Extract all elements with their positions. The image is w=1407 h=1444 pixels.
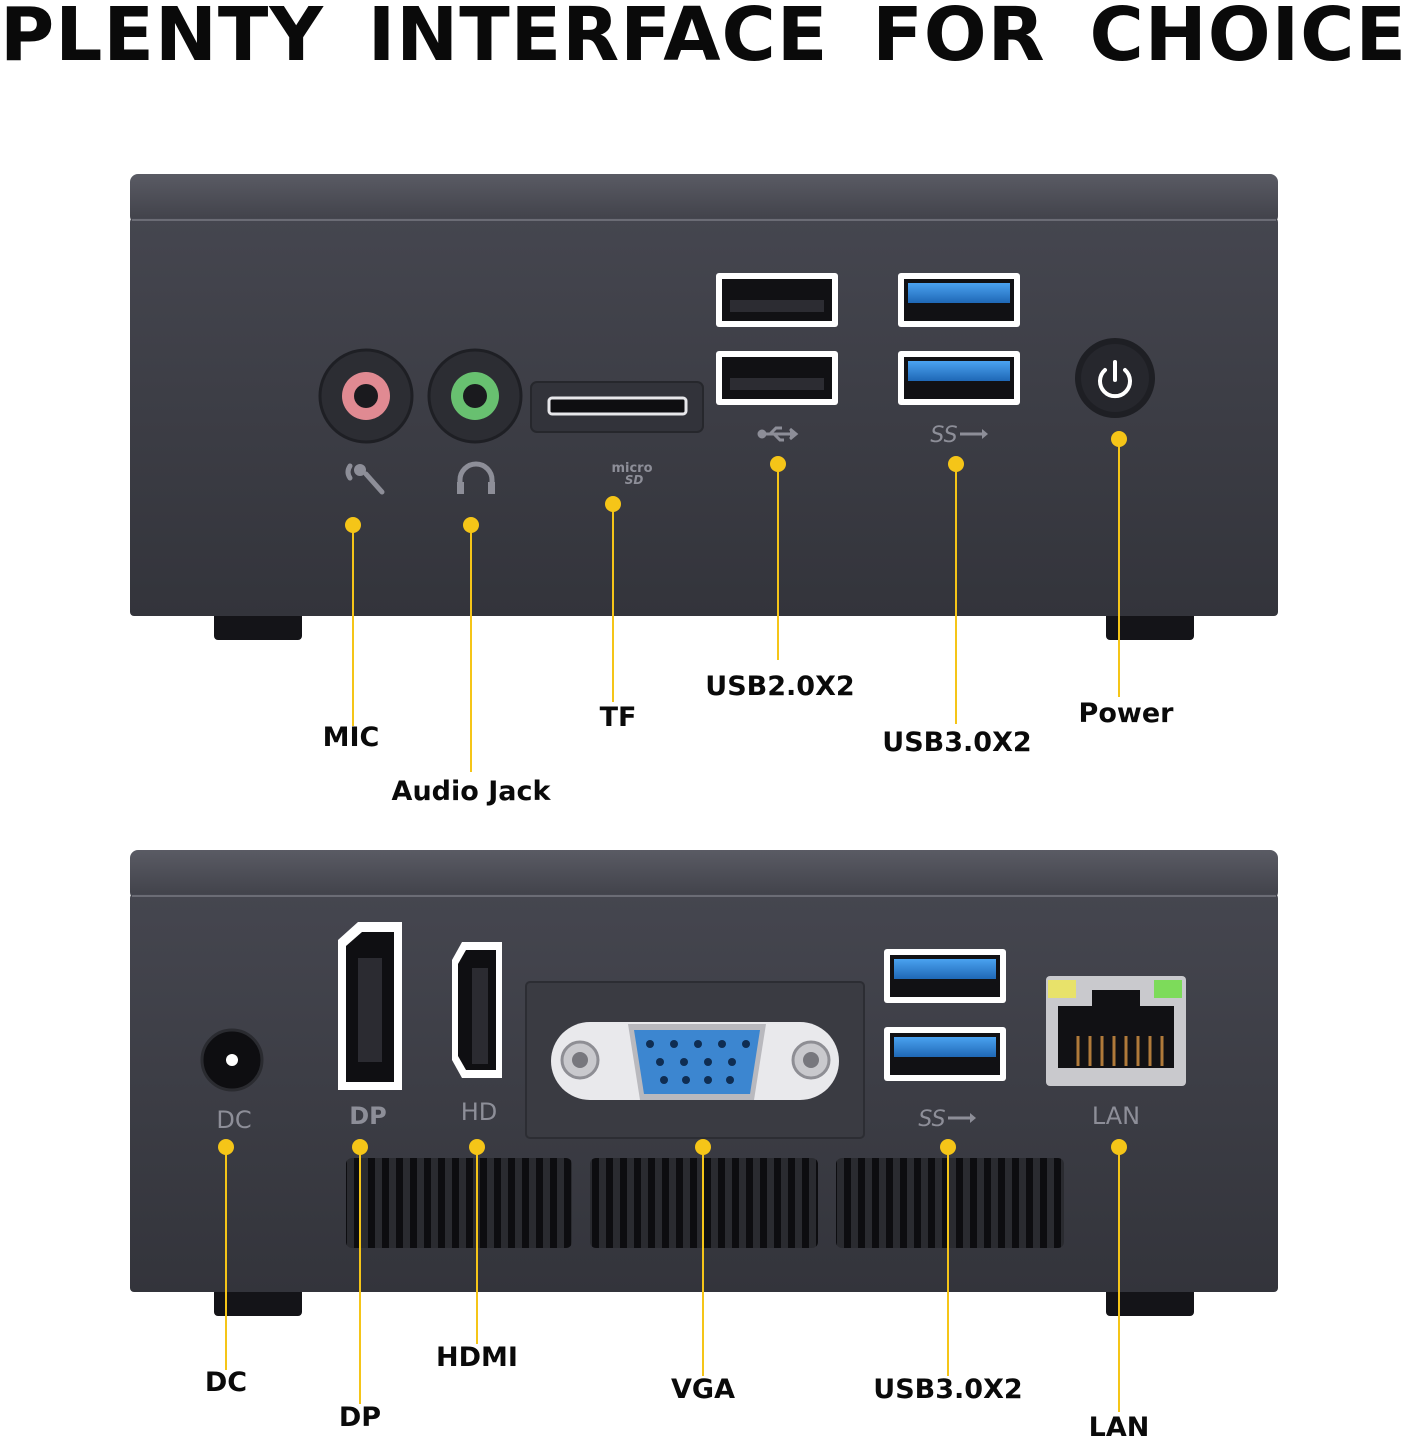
hdmi-port	[452, 942, 502, 1078]
label-dp: DP	[338, 1402, 382, 1433]
label-usb3-front: USB3.0X2	[882, 727, 1032, 758]
dc-mark: DC	[216, 1106, 251, 1134]
label-usb2: USB2.0X2	[705, 671, 855, 702]
microsd-logo: micro SD	[611, 461, 652, 487]
callout-lines-rear	[225, 1147, 1120, 1412]
svg-text:SS: SS	[918, 1107, 945, 1132]
svg-text:SD: SD	[625, 473, 644, 487]
label-tf: TF	[599, 702, 637, 733]
usb3-port-bottom	[898, 351, 1020, 405]
usb2-port-top	[716, 273, 838, 327]
headline-word-3: FOR	[872, 0, 1046, 78]
callout-dots-rear	[218, 1139, 1127, 1155]
vga-port	[525, 981, 865, 1139]
mic-jack	[318, 348, 414, 444]
foot-left-rear	[214, 1288, 302, 1316]
headphone-icon	[457, 461, 495, 494]
label-usb3-rear: USB3.0X2	[873, 1374, 1023, 1405]
lan-mark: LAN	[1092, 1102, 1140, 1130]
dc-jack	[200, 1028, 264, 1092]
case-lid-rear	[130, 850, 1278, 900]
audio-jack	[427, 348, 523, 444]
svg-text:SS: SS	[930, 423, 957, 448]
headline-word-1: PLENTY	[0, 0, 324, 78]
lan-port	[1046, 976, 1186, 1086]
usb3-rear-port-bottom	[884, 1027, 1006, 1081]
svg-text:micro: micro	[611, 461, 652, 476]
superspeed-usb-icon: SS	[930, 423, 988, 448]
label-lan: LAN	[1088, 1412, 1150, 1443]
headline-word-2: INTERFACE	[367, 0, 829, 78]
headline-word-4: CHOICE	[1089, 0, 1407, 78]
label-mic: MIC	[322, 722, 380, 753]
case-lid	[130, 174, 1278, 224]
displayport-port	[338, 922, 402, 1090]
dp-mark: DP	[349, 1102, 387, 1130]
callout-dots-front	[345, 431, 1127, 533]
superspeed-usb-icon-rear: SS	[918, 1107, 976, 1132]
label-audio-jack: Audio Jack	[391, 776, 551, 807]
usb-icon	[757, 426, 799, 442]
rear-panel-device: DC DP HD	[130, 850, 1278, 1412]
label-hdmi: HDMI	[436, 1342, 518, 1373]
hd-mark: HD	[461, 1098, 498, 1126]
vent-right	[836, 1158, 1064, 1248]
usb3-port-top	[898, 273, 1020, 327]
foot-left	[214, 610, 302, 640]
power-icon	[1098, 360, 1132, 399]
microphone-icon	[345, 463, 385, 495]
front-panel-device: micro SD	[130, 174, 1278, 772]
foot-right-rear	[1106, 1288, 1194, 1316]
tf-card-slot	[530, 381, 704, 433]
callout-lines-front	[352, 439, 1120, 772]
usb2-port-bottom	[716, 351, 838, 405]
label-vga: VGA	[671, 1374, 735, 1405]
headline: PLENTY INTERFACE FOR CHOICE	[0, 0, 1407, 78]
label-dc: DC	[204, 1367, 248, 1398]
usb3-rear-port-top	[884, 949, 1006, 1003]
foot-right	[1106, 610, 1194, 640]
vent-left	[346, 1158, 572, 1248]
label-power: Power	[1078, 698, 1174, 729]
